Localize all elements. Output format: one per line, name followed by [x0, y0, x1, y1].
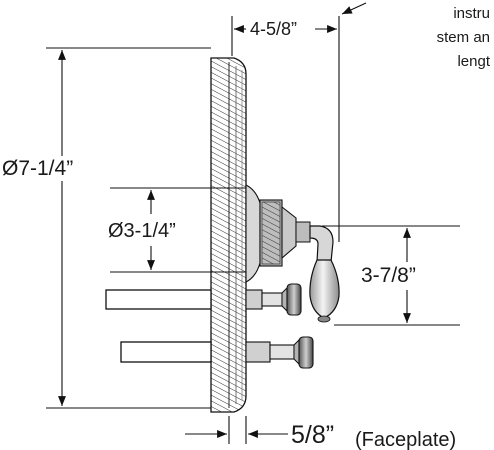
- depth-dimension: [231, 2, 367, 242]
- instruction-note-line-3: lengt: [457, 53, 490, 70]
- handle-drop-dimension: [322, 225, 460, 326]
- faceplate-thickness-label: 5/8”: [291, 421, 335, 449]
- escutcheon-diameter-label: Ø3-1/4”: [108, 220, 176, 242]
- escutcheon-dome: [245, 184, 311, 283]
- lower-stem: [120, 336, 314, 369]
- faceplate-caption: (Faceplate): [355, 429, 457, 450]
- depth-label: 4-5/8”: [250, 19, 298, 39]
- overall-diameter-dimension: [46, 47, 211, 409]
- escutcheon-diameter-dimension: [110, 187, 246, 273]
- instruction-note-line-2: stem an: [436, 29, 490, 46]
- overall-diameter-label: Ø7-1/4”: [2, 156, 74, 181]
- lever-handle: [309, 225, 340, 323]
- faceplate-dimension: [185, 416, 288, 444]
- instruction-note-line-1: instru: [453, 5, 490, 22]
- handle-drop-label: 3-7/8”: [361, 264, 416, 287]
- upper-stem: [105, 283, 302, 316]
- faceplate: [210, 57, 247, 413]
